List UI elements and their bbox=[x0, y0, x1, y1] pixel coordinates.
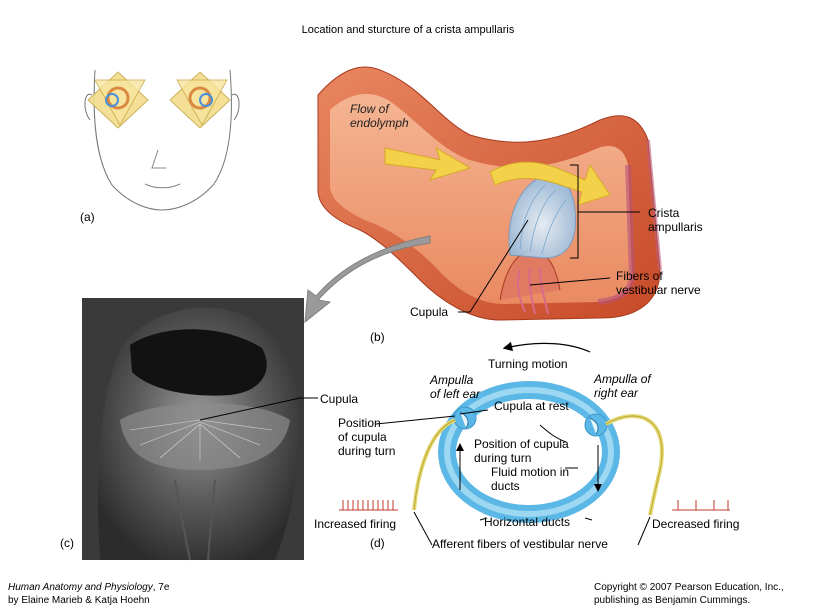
panel-label-d: (d) bbox=[370, 536, 385, 550]
sem-micrograph bbox=[82, 298, 304, 561]
cupula-leader-c bbox=[199, 397, 318, 421]
face-outline bbox=[84, 69, 240, 211]
left-semicircular-canals-icon bbox=[87, 71, 149, 129]
book-authors: by Elaine Marieb & Katja Hoehn bbox=[8, 595, 150, 606]
gray-pointer-arrow bbox=[304, 235, 431, 324]
fibers-leader bbox=[529, 277, 611, 286]
increased-firing-spikes bbox=[339, 500, 398, 511]
ampulla-right-ear-label: Ampulla of right ear bbox=[594, 372, 651, 400]
panel-label-c: (c) bbox=[60, 536, 74, 550]
position-of-cupula-right-label: Position of cupula during turn bbox=[474, 437, 569, 465]
horizontal-ducts-label: Horizontal ducts bbox=[484, 515, 571, 529]
decreased-firing-spikes bbox=[672, 500, 730, 511]
decreased-firing-label: Decreased firing bbox=[652, 517, 740, 531]
crista-ampullaris-label: Crista ampullaris bbox=[648, 206, 703, 234]
increased-firing-label: Increased firing bbox=[314, 517, 397, 531]
turning-motion-label: Turning motion bbox=[488, 357, 568, 371]
turning-motion-arrow bbox=[502, 341, 591, 353]
ampulla-illustration bbox=[317, 66, 662, 321]
panel-label-b: (b) bbox=[370, 330, 385, 344]
horizontal-ducts-diagram bbox=[339, 341, 730, 546]
flow-of-endolymph-label: Flow of endolymph bbox=[350, 102, 409, 130]
cupula-label-b: Cupula bbox=[410, 305, 449, 319]
vestibular-nerve-fibers-label: Fibers of vestibular nerve bbox=[616, 269, 701, 297]
position-of-cupula-left-label: Position of cupula during turn bbox=[338, 416, 396, 458]
book-edition: , 7e bbox=[152, 582, 170, 593]
cupula-label-c: Cupula bbox=[320, 392, 359, 406]
cupula-at-rest-label: Cupula at rest bbox=[494, 399, 569, 413]
fluid-motion-label: Fluid motion in ducts bbox=[491, 465, 570, 493]
crista-bracket bbox=[570, 164, 640, 259]
cupula-leader-b bbox=[458, 219, 529, 313]
book-citation: Human Anatomy and Physiology, 7e by Elai… bbox=[8, 581, 169, 607]
afferent-fibers-label: Afferent fibers of vestibular nerve bbox=[432, 537, 608, 551]
figure-title: Location and sturcture of a crista ampul… bbox=[301, 24, 515, 36]
book-title: Human Anatomy and Physiology bbox=[8, 582, 153, 593]
copyright-notice: Copyright © 2007 Pearson Education, Inc.… bbox=[594, 582, 784, 606]
panel-label-a: (a) bbox=[80, 210, 95, 224]
right-semicircular-canals-icon bbox=[169, 71, 231, 129]
ampulla-left-ear-label: Ampulla of left ear bbox=[430, 373, 481, 401]
